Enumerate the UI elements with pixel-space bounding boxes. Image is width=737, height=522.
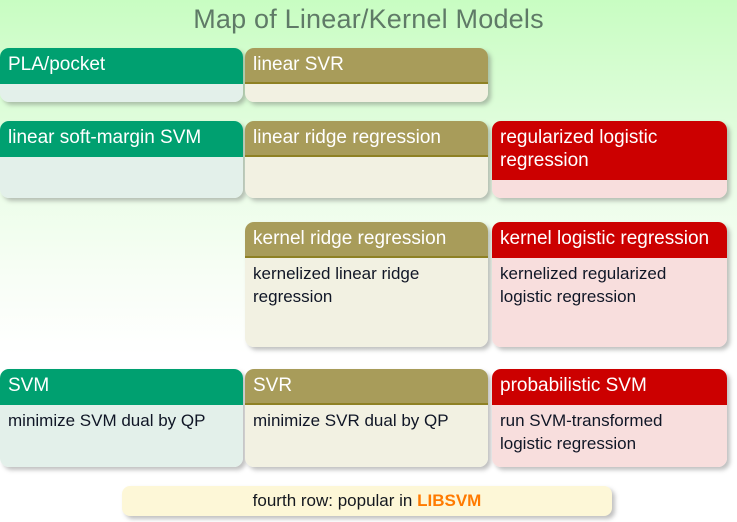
card-title: PLA/pocket	[0, 48, 243, 84]
banner-text: fourth row: popular in	[252, 491, 418, 510]
card-body	[0, 157, 243, 198]
card-body: kernelized linear ridge regression	[245, 258, 488, 347]
card-title: SVM	[0, 369, 243, 405]
card-linear-ridge-regression[interactable]: linear ridge regression	[245, 121, 488, 198]
card-svm[interactable]: SVM minimize SVM dual by QP	[0, 369, 243, 467]
card-svr[interactable]: SVR minimize SVR dual by QP	[245, 369, 488, 467]
card-title: linear soft-margin SVM	[0, 121, 243, 157]
card-title: kernel logistic regression	[492, 222, 727, 258]
card-body	[245, 157, 488, 198]
banner-highlight-libsvm: LIBSVM	[417, 491, 482, 510]
card-body: minimize SVM dual by QP	[0, 405, 243, 467]
card-title: linear SVR	[245, 48, 488, 84]
card-title: linear ridge regression	[245, 121, 488, 157]
card-title: probabilistic SVM	[492, 369, 727, 405]
footer-banner: fourth row: popular in LIBSVM	[122, 486, 612, 516]
card-body	[0, 84, 243, 102]
card-body	[492, 180, 727, 198]
card-title: SVR	[245, 369, 488, 405]
card-body: run SVM-transformed logistic regression	[492, 405, 727, 467]
card-kernel-logistic-regression[interactable]: kernel logistic regression kernelized re…	[492, 222, 727, 347]
card-regularized-logistic-regression[interactable]: regularized logistic regression	[492, 121, 727, 198]
card-probabilistic-svm[interactable]: probabilistic SVM run SVM-transformed lo…	[492, 369, 727, 467]
card-title: regularized logistic regression	[492, 121, 727, 180]
card-kernel-ridge-regression[interactable]: kernel ridge regression kernelized linea…	[245, 222, 488, 347]
card-pla-pocket[interactable]: PLA/pocket	[0, 48, 243, 102]
card-body: minimize SVR dual by QP	[245, 405, 488, 467]
card-title: kernel ridge regression	[245, 222, 488, 258]
card-linear-soft-margin-svm[interactable]: linear soft-margin SVM	[0, 121, 243, 198]
card-body	[245, 84, 488, 102]
page-title: Map of Linear/Kernel Models	[193, 4, 544, 34]
card-linear-svr[interactable]: linear SVR	[245, 48, 488, 102]
card-body: kernelized regularized logistic regressi…	[492, 258, 727, 347]
